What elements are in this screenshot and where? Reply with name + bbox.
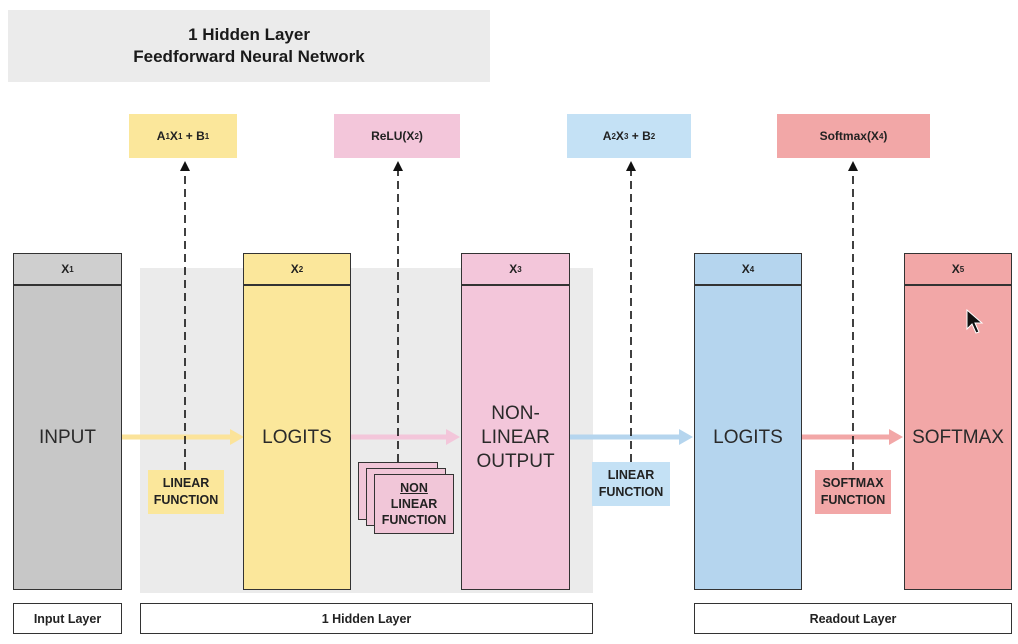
nonlinear-function-label: NON LINEAR FUNCTION	[374, 474, 454, 534]
node-label: X	[290, 262, 299, 276]
hidden-layer-label: 1 Hidden Layer	[140, 603, 593, 634]
formula-text: X	[169, 129, 178, 143]
function-label-text: FUNCTION	[820, 493, 886, 507]
formula-sub: 2	[611, 131, 616, 141]
layer-label-text: Readout Layer	[809, 611, 897, 626]
nonlinear-output-label: LINEAR	[481, 426, 550, 448]
function-label-text: FUNCTION	[598, 485, 664, 499]
readout-layer-label: Readout Layer	[694, 603, 1012, 634]
function-label-text: SOFTMAX	[822, 476, 884, 490]
node-label: X	[741, 262, 750, 276]
formula-text: )	[418, 129, 423, 143]
function-label-text: LINEAR	[390, 497, 438, 511]
nonlinear-output-label: OUTPUT	[476, 450, 555, 472]
nonlinear-output-block: NON- LINEAR OUTPUT	[461, 285, 570, 590]
layer-label-text: Input Layer	[33, 611, 102, 626]
formula-text: ReLU(X	[371, 129, 415, 143]
formula-sub: 2	[650, 131, 656, 141]
formula-text: Softmax(X	[819, 129, 879, 143]
formula-sub: 4	[878, 131, 884, 141]
input-label: INPUT	[39, 426, 96, 448]
node-label: X	[951, 262, 960, 276]
linear-function-label-2: LINEAR FUNCTION	[592, 462, 670, 506]
node-sub: 5	[959, 264, 965, 274]
logits-block-1: LOGITS	[243, 285, 351, 590]
layer-label-text: 1 Hidden Layer	[321, 611, 412, 626]
logits-label: LOGITS	[262, 426, 332, 448]
nonlinear-output-label: NON-	[491, 402, 540, 424]
formula-text: + B	[182, 129, 205, 143]
flow-arrow-input-to-logits	[122, 429, 244, 445]
function-label-text: LINEAR	[162, 476, 210, 490]
input-block: INPUT	[13, 285, 122, 590]
formula-sub: 1	[165, 131, 170, 141]
formula-sub: 3	[623, 131, 629, 141]
flow-arrow-logits-to-nonlinear	[351, 429, 460, 445]
function-label-text: LINEAR	[607, 468, 655, 482]
softmax-block: SOFTMAX	[904, 285, 1012, 590]
function-label-text: FUNCTION	[381, 513, 447, 527]
node-label: X	[61, 262, 70, 276]
flow-arrow-nonlinear-to-logits	[570, 429, 693, 445]
node-sub: 1	[69, 264, 74, 274]
function-label-text: NON	[400, 481, 428, 495]
formula-text: X	[615, 129, 624, 143]
node-sub: 2	[298, 264, 304, 274]
title-line-2: Feedforward Neural Network	[133, 47, 365, 66]
formula-sub: 2	[414, 131, 419, 141]
formula-text: )	[883, 129, 888, 143]
node-label: X	[509, 262, 518, 276]
softmax-function-label: SOFTMAX FUNCTION	[815, 470, 891, 514]
input-layer-label: Input Layer	[13, 603, 122, 634]
formula-text: A	[156, 129, 166, 143]
mouse-cursor-icon	[966, 309, 984, 334]
title-line-1: 1 Hidden Layer	[188, 25, 310, 44]
function-label-text: FUNCTION	[153, 493, 219, 507]
softmax-label: SOFTMAX	[912, 426, 1004, 448]
linear-function-label-1: LINEAR FUNCTION	[148, 470, 224, 514]
diagram-title: 1 Hidden Layer Feedforward Neural Networ…	[8, 10, 490, 82]
node-sub: 3	[517, 264, 522, 274]
formula-text: + B	[628, 129, 651, 143]
logits-block-2: LOGITS	[694, 285, 802, 590]
flow-arrow-logits-to-softmax	[802, 429, 903, 445]
logits-label: LOGITS	[713, 426, 783, 448]
formula-sub: 1	[204, 131, 210, 141]
formula-sub: 1	[177, 131, 183, 141]
formula-text: A	[602, 129, 612, 143]
node-sub: 4	[749, 264, 755, 274]
